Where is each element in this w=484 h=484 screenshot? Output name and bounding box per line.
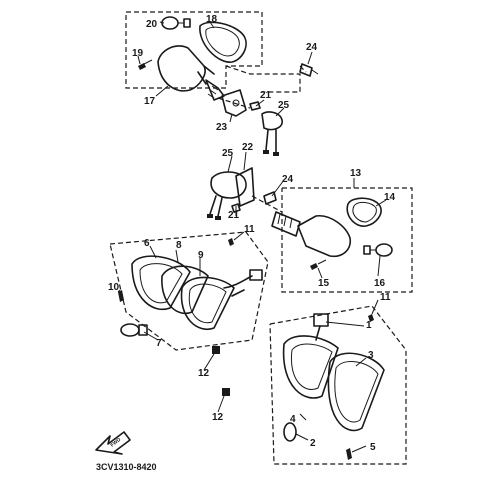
- callout-7: 7: [156, 338, 162, 349]
- side-light-assembly-right: [222, 305, 407, 465]
- lens-3: [327, 352, 385, 432]
- nut-21-lower: [231, 203, 241, 213]
- group-boundary-13: [281, 187, 413, 293]
- callout-18: 18: [206, 14, 218, 25]
- screw-11-right: [368, 314, 374, 322]
- flasher-wires-upper: [265, 129, 277, 153]
- bolt-24-lower: [263, 191, 277, 205]
- callout-25-upper: 25: [278, 100, 290, 111]
- diagram-code: 3CV1310-8420: [96, 462, 157, 472]
- callout-2: 2: [310, 438, 316, 449]
- flasher-housing-17: [157, 45, 206, 92]
- nut-21-upper: [249, 101, 261, 111]
- callout-12-upper: 12: [198, 368, 210, 379]
- screw-15: [310, 263, 318, 270]
- bulb-20: [161, 16, 179, 30]
- screw-5: [346, 448, 352, 460]
- side-light-housing-right: [282, 335, 339, 399]
- callout-20: 20: [146, 19, 158, 30]
- upper-mounting-parts: [217, 65, 307, 156]
- bulb-7: [120, 323, 140, 337]
- clip-12-lower: [222, 388, 230, 396]
- callout-15: 15: [318, 278, 330, 289]
- lens-6: [131, 255, 191, 311]
- callout-24-lower: 24: [282, 174, 294, 185]
- stay-23: [221, 89, 247, 117]
- side-light-housing: [180, 276, 235, 330]
- callout-11-left: 11: [244, 224, 255, 235]
- group-boundary-right: [269, 305, 407, 465]
- screw-19: [138, 63, 146, 70]
- callout-19: 19: [132, 48, 144, 59]
- callout-22: 22: [242, 142, 254, 153]
- callout-3: 3: [368, 350, 374, 361]
- callout-16: 16: [374, 278, 386, 289]
- group-boundary-left: [109, 231, 269, 351]
- callout-5: 5: [370, 442, 376, 453]
- callout-25-lower: 25: [222, 148, 234, 159]
- gasket-9: [161, 265, 209, 315]
- arrow-icon: [95, 431, 131, 455]
- callout-17: 17: [144, 96, 156, 107]
- callout-23: 23: [216, 122, 228, 133]
- callout-24-upper: 24: [306, 42, 318, 53]
- callout-12-lower: 12: [212, 412, 224, 423]
- callout-21-lower: 21: [228, 210, 240, 221]
- callout-21-upper: 21: [260, 90, 272, 101]
- front-direction-arrow: FWD: [95, 431, 131, 455]
- leader-lines: [117, 21, 387, 453]
- socket-1: [313, 313, 329, 327]
- front-mount-parts: [207, 167, 283, 220]
- callout-8: 8: [176, 240, 182, 251]
- lens-14: [346, 197, 382, 227]
- flasher-assembly-13: [271, 187, 413, 293]
- side-light-assembly-left: [109, 231, 269, 354]
- socket-wire-left: [223, 275, 253, 289]
- callout-9: 9: [198, 250, 204, 261]
- front-arrow-label: FWD: [110, 437, 123, 449]
- callout-11-right: 11: [380, 292, 391, 303]
- callout-13: 13: [350, 168, 362, 179]
- screw-10: [118, 290, 124, 302]
- callout-4: 4: [290, 414, 296, 425]
- callout-6: 6: [144, 238, 150, 249]
- callout-10: 10: [108, 282, 120, 293]
- lens-18: [199, 21, 247, 63]
- clip-12-upper: [212, 346, 220, 354]
- callout-14: 14: [384, 192, 396, 203]
- callout-labels: 18 20 19 17 24 21 25 23 22 25 21 24 13 1…: [108, 14, 396, 453]
- bulb-2: [283, 422, 297, 442]
- grommet-25-lower: [210, 171, 247, 199]
- callout-1: 1: [366, 320, 372, 331]
- bolt-24-upper: [299, 63, 319, 77]
- bulb-16: [375, 243, 393, 257]
- stay-22: [235, 167, 255, 207]
- flasher-housing-13: [297, 215, 352, 258]
- grommet-25-upper: [261, 111, 283, 131]
- screw-11-left: [228, 238, 234, 246]
- flasher-wires-front: [209, 195, 223, 217]
